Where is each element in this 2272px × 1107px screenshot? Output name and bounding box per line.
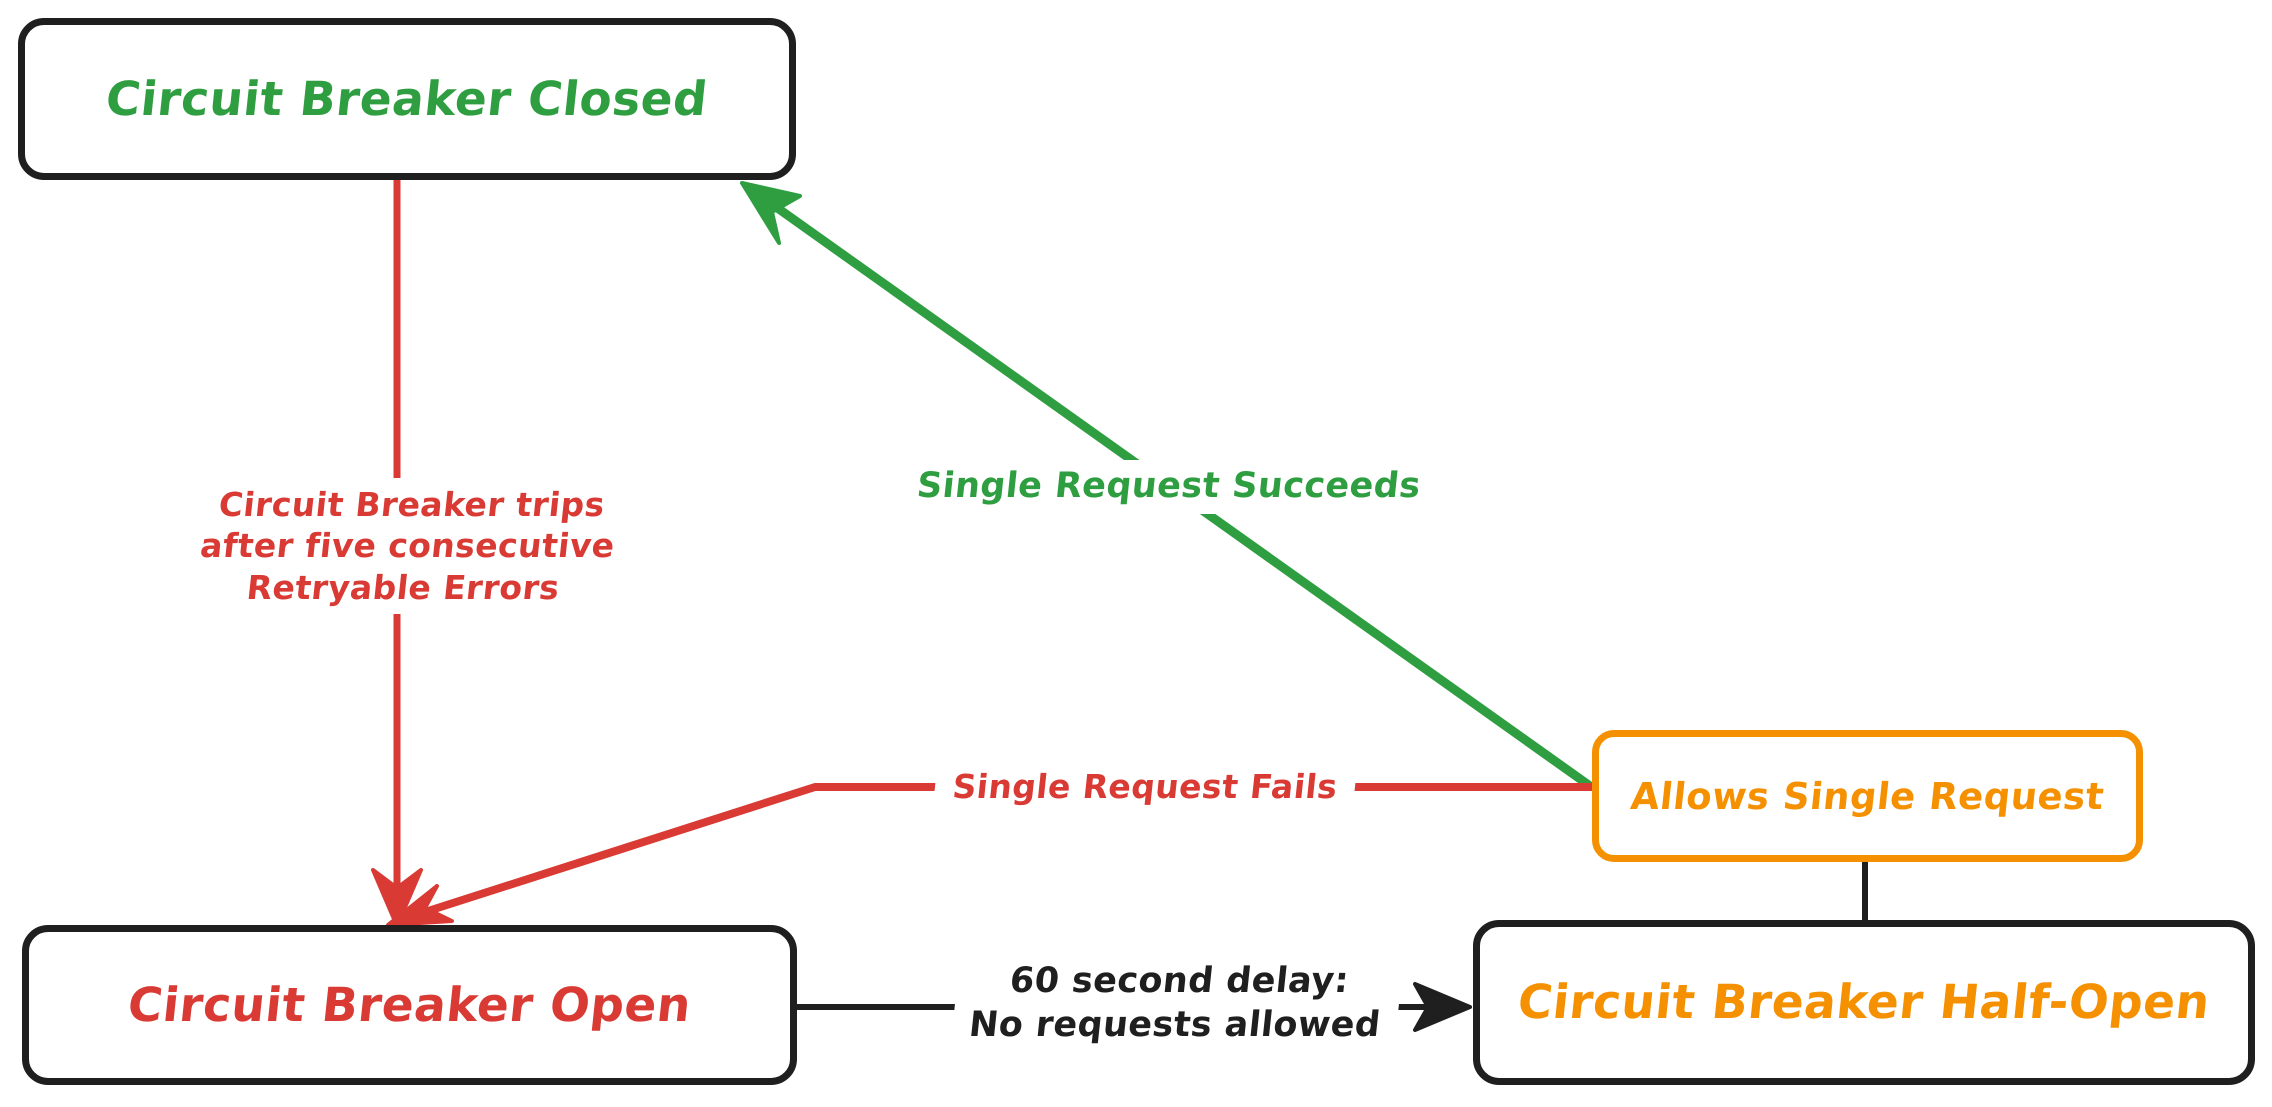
edge-label-allows-to-open: Single Request Fails [932,762,1358,812]
node-circuit-breaker-closed[interactable]: Circuit Breaker Closed [18,18,796,180]
edge-label-allows-to-closed: Single Request Succeeds [902,460,1423,514]
node-circuit-breaker-open[interactable]: Circuit Breaker Open [22,925,797,1085]
node-label-open: Circuit Breaker Open [125,977,694,1033]
node-label-closed: Circuit Breaker Closed [103,71,711,127]
node-allows-single-request[interactable]: Allows Single Request [1592,730,2143,862]
edge-label-open-to-half-open: 60 second delay: No requests allowed [949,955,1405,1053]
node-label-half-open: Circuit Breaker Half-Open [1515,975,2213,1030]
node-label-allows-single-request: Allows Single Request [1628,774,2107,818]
node-circuit-breaker-half-open[interactable]: Circuit Breaker Half-Open [1473,920,2255,1085]
edge-label-closed-to-open: Circuit Breaker trips after five consecu… [167,478,648,614]
